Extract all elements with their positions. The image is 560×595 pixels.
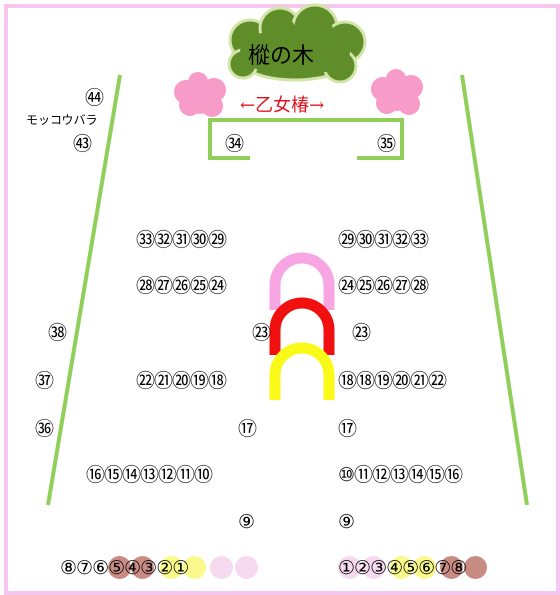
seat-23-left: ㉓ (252, 323, 270, 343)
seat-9-left: ⑨ (238, 512, 254, 532)
fir-tree-label: 樅の木 (248, 38, 314, 70)
seat-row-right-18-22: ⑱⑱⑲⑳㉑㉒ (338, 371, 446, 391)
seat-row-left-16-10: ⑯⑮⑭⑬⑫⑪⑩ (86, 465, 212, 485)
seat-17-right: ⑰ (338, 419, 356, 439)
seat-35: ㉟ (377, 134, 395, 154)
seat-38: ㊳ (48, 323, 66, 343)
seat-9-right: ⑨ (338, 512, 354, 532)
seat-row-right-29-33: ㉙㉚㉛㉜㉝ (338, 230, 428, 250)
seat-34: ㉞ (225, 134, 243, 154)
seat-row-right-1-8: ①②③④⑤⑥⑦⑧ (338, 558, 466, 578)
seat-row-left-8-1: ⑧⑦⑥⑤④③②① (60, 558, 188, 578)
seat-23-right: ㉓ (352, 323, 370, 343)
rose-note: モッコウバラ (26, 110, 98, 130)
seat-44: ㊹ (85, 88, 103, 108)
seat-row-left-22-18: ㉒㉑⑳⑲⑱ (136, 371, 226, 391)
seat-37: ㊲ (35, 371, 53, 391)
seat-17-left: ⑰ (238, 419, 256, 439)
blossom-left (174, 72, 226, 117)
seat-row-right-10-16: ⑩⑪⑫⑬⑭⑮⑯ (338, 465, 462, 485)
highlight-dot-2-left (210, 556, 233, 579)
seat-43: ㊸ (73, 134, 91, 154)
seat-row-right-24-28: ㉔㉕㉖㉗㉘ (338, 276, 428, 296)
highlight-dot-1-left (235, 556, 258, 579)
right-boundary-line (462, 75, 527, 505)
seat-row-left-28-24: ㉘㉗㉖㉕㉔ (136, 276, 226, 296)
blossom-right (371, 69, 423, 115)
highlight-dot-6-right (464, 556, 487, 579)
seat-row-left-33-29: ㉝㉜㉛㉚㉙ (136, 230, 226, 250)
camellia-label: ←乙女椿→ (240, 91, 324, 117)
seat-36: ㊱ (35, 419, 53, 439)
arch-yellow (275, 348, 329, 400)
